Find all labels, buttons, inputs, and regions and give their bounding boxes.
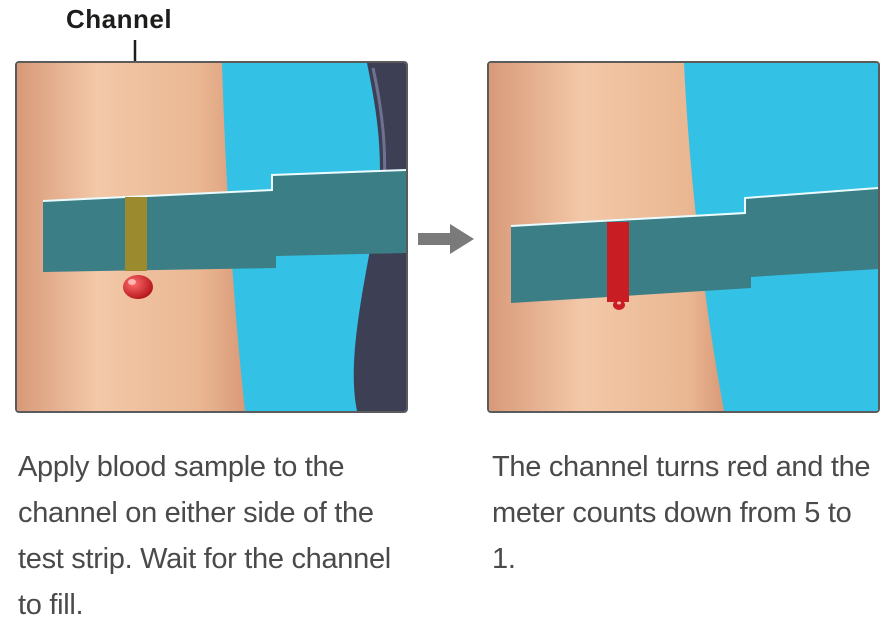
channel-callout-label: Channel bbox=[66, 4, 173, 34]
channel-empty bbox=[125, 197, 147, 271]
step-2-illustration bbox=[487, 61, 880, 413]
step-1-illustration bbox=[15, 61, 408, 413]
channel-filled bbox=[607, 222, 629, 302]
step-2-caption: The channel turns red and the meter coun… bbox=[492, 451, 871, 575]
blood-drop bbox=[123, 275, 153, 299]
right-arrow-icon bbox=[418, 224, 474, 254]
blood-drop bbox=[613, 300, 625, 310]
step-1-caption: Apply blood sample to the channel on eit… bbox=[18, 451, 391, 621]
test-strip bbox=[511, 188, 878, 303]
